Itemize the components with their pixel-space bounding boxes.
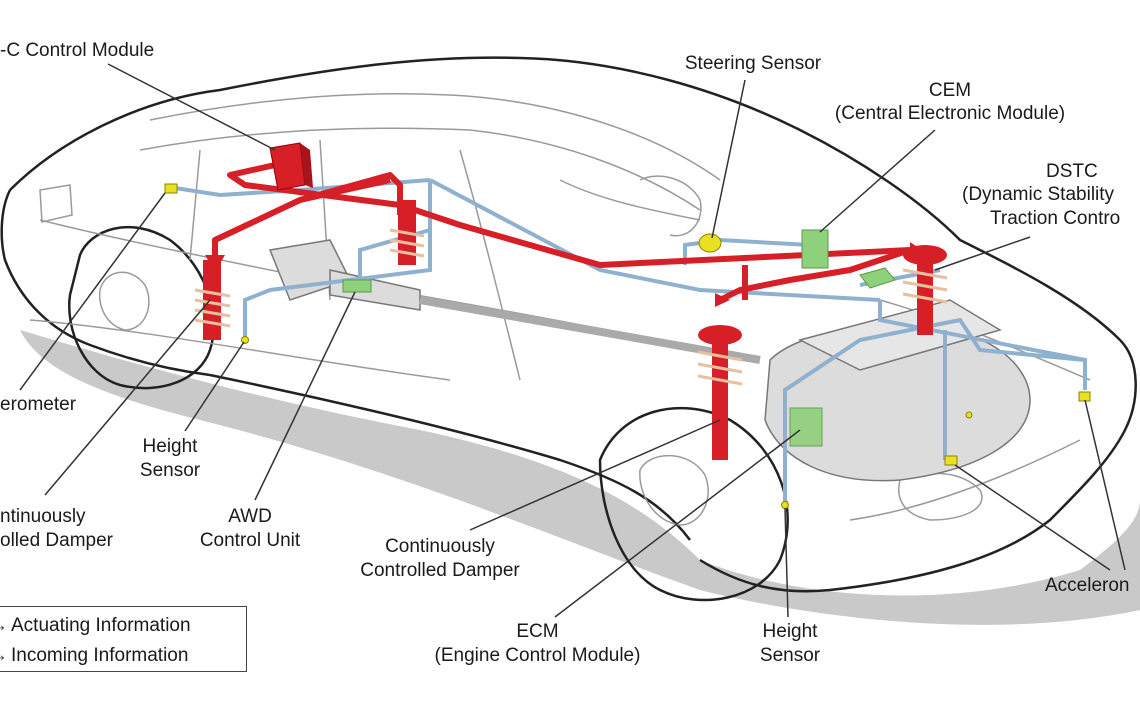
label-height-sensor-front-line2: Sensor bbox=[759, 645, 821, 666]
label-ecm-title: ECM bbox=[516, 621, 559, 642]
label-ecm-subtitle: (Engine Control Module) bbox=[434, 645, 641, 666]
four-c-control-module bbox=[269, 142, 313, 191]
accelerometer-rear bbox=[164, 183, 178, 194]
actuating-arrow-icon: → bbox=[0, 615, 8, 637]
label-accelerometer-rear: erometer bbox=[0, 394, 77, 415]
rear-damper-left bbox=[194, 260, 231, 340]
label-dstc-line3: Traction Contro bbox=[990, 208, 1121, 229]
accelerometer-front-1 bbox=[944, 455, 958, 466]
legend: →Actuating Information →Incoming Informa… bbox=[0, 606, 247, 672]
cem-module bbox=[801, 229, 829, 269]
legend-item-actuating: →Actuating Information bbox=[0, 615, 191, 637]
label-steering-sensor: Steering Sensor bbox=[684, 53, 822, 74]
height-sensor-front bbox=[781, 501, 789, 509]
height-sensor-rear bbox=[241, 336, 249, 344]
leader-lines bbox=[19, 63, 1126, 618]
label-cem-subtitle: (Central Electronic Module) bbox=[834, 103, 1066, 124]
incoming-information-lines bbox=[174, 178, 1087, 505]
front-damper-left bbox=[697, 325, 743, 460]
ecm-module bbox=[789, 407, 823, 447]
label-damper-rear-line1: ntinuously bbox=[0, 506, 86, 527]
label-awd-line1: AWD bbox=[228, 506, 272, 527]
steering-sensor bbox=[698, 233, 722, 253]
drive-shaft bbox=[419, 296, 761, 364]
accelerometer-front-2 bbox=[1078, 391, 1091, 402]
label-damper-rear-line2: olled Damper bbox=[0, 530, 113, 551]
label-damper-front-line1: Continuously bbox=[385, 536, 495, 557]
label-height-sensor-rear-line2: Sensor bbox=[139, 460, 201, 481]
label-awd-line2: Control Unit bbox=[199, 530, 301, 551]
label-accelerometer-front: Acceleron bbox=[1045, 575, 1130, 596]
engine-block bbox=[764, 299, 1031, 482]
legend-label-actuating: Actuating Information bbox=[11, 615, 191, 636]
label-damper-front-line2: Controlled Damper bbox=[360, 560, 520, 581]
ground-shadow bbox=[20, 330, 1140, 625]
label-four-c-control-module: -C Control Module bbox=[0, 40, 155, 61]
label-dstc-title: DSTC bbox=[1046, 161, 1098, 182]
incoming-arrow-icon: → bbox=[0, 645, 8, 667]
dstc-module bbox=[859, 267, 896, 289]
label-dstc-line2: (Dynamic Stability bbox=[962, 184, 1115, 205]
label-height-sensor-rear-line1: Height bbox=[142, 436, 198, 457]
legend-item-incoming: →Incoming Information bbox=[0, 645, 188, 667]
rear-damper-right bbox=[389, 200, 425, 265]
awd-control-unit bbox=[342, 279, 372, 293]
height-sensor-front-2 bbox=[965, 411, 973, 419]
label-height-sensor-front-line1: Height bbox=[762, 621, 818, 642]
legend-label-incoming: Incoming Information bbox=[11, 645, 189, 666]
label-cem-title: CEM bbox=[928, 80, 972, 101]
front-damper-right bbox=[902, 245, 948, 335]
